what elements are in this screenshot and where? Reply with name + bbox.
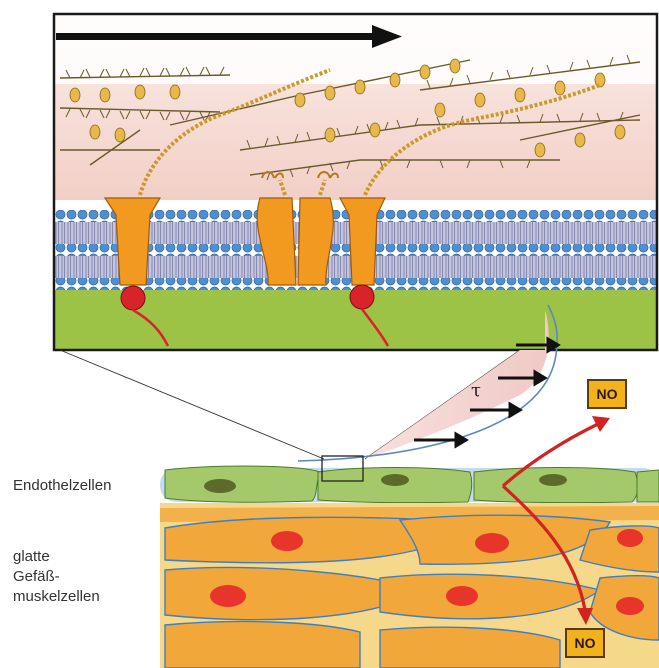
endothelial-layer bbox=[160, 456, 659, 503]
no-badge-top: NO bbox=[587, 379, 627, 409]
label-smooth-muscle-line3: muskelzellen bbox=[13, 587, 100, 606]
label-smooth-muscle-line1: glatte bbox=[13, 547, 50, 566]
label-endothelial-cells: Endothelzellen bbox=[13, 476, 111, 495]
label-smooth-muscle-line2: Gefäß- bbox=[13, 567, 60, 586]
inset-upper-white-zone bbox=[54, 14, 657, 84]
shear-stress-symbol: τ bbox=[471, 380, 481, 401]
inset-panel bbox=[54, 14, 657, 350]
no-badge-bottom: NO bbox=[565, 628, 605, 658]
